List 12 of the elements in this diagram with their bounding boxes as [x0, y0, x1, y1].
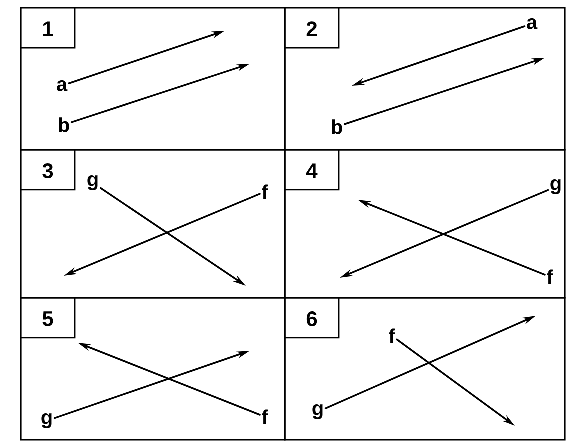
letter-label: f	[389, 328, 396, 344]
letter-label: f	[262, 184, 268, 200]
letter-label: b	[332, 120, 342, 134]
letter-label: g	[42, 413, 52, 428]
letter-label: g	[88, 175, 98, 190]
letter-label: g	[550, 179, 561, 194]
letter-label: f	[262, 410, 268, 424]
letter-label: a	[57, 80, 68, 92]
letter-label: f	[547, 270, 554, 284]
letter-label: a	[527, 18, 538, 30]
letter-label: g	[312, 404, 323, 420]
letter-label: b	[59, 118, 70, 132]
